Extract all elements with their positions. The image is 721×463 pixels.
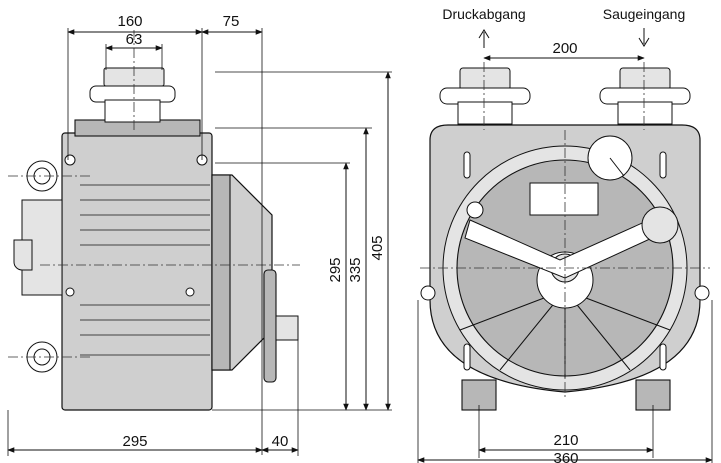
inlet-port-body [617, 101, 673, 125]
front-slot-4 [659, 343, 667, 371]
side-pulley [263, 269, 277, 383]
front-view: Druckabgang Saugeingang 200 [417, 6, 713, 463]
side-housing [61, 132, 213, 411]
side-flange-plate [211, 174, 231, 371]
outlet-arrow-icon [478, 29, 490, 48]
dim-text-160: 160 [117, 13, 142, 30]
front-valve-cluster [641, 206, 679, 244]
dim-text-63: 63 [126, 31, 143, 48]
inlet-port-flange [619, 67, 671, 91]
side-bolt-3 [65, 287, 75, 297]
dim-text-210: 210 [553, 432, 578, 449]
side-shaft [275, 315, 299, 341]
gauge-needle [609, 157, 625, 177]
dim-text-75: 75 [223, 13, 240, 30]
inlet-arrow-icon [638, 28, 650, 47]
label-inlet: Saugeingang [603, 6, 686, 22]
dim-text-295-horizontal: 295 [122, 433, 147, 450]
side-bolt-4 [185, 287, 195, 297]
front-lug-right [694, 285, 710, 301]
dim-text-335: 335 [347, 257, 364, 282]
front-plug [466, 201, 484, 219]
dim-text-360: 360 [553, 450, 578, 463]
front-lug-left [420, 285, 436, 301]
side-bolt-1 [64, 154, 76, 166]
front-slot-2 [659, 151, 667, 179]
outlet-port-flange [459, 67, 511, 91]
side-elbow-pipe [13, 239, 33, 271]
dim-text-200: 200 [552, 40, 577, 57]
front-nameplate [529, 182, 599, 216]
front-slot-3 [463, 343, 471, 371]
side-cooling-fins [80, 184, 210, 356]
dim-text-40: 40 [272, 433, 289, 450]
side-view: 160 75 63 295 335 405 295 40 [7, 13, 392, 456]
label-outlet: Druckabgang [442, 6, 525, 22]
front-slot-1 [463, 151, 471, 179]
outlet-port-body [457, 101, 513, 125]
side-port-body [104, 99, 161, 123]
dim-text-405: 405 [369, 235, 386, 260]
dim-text-295-vertical: 295 [327, 257, 344, 282]
